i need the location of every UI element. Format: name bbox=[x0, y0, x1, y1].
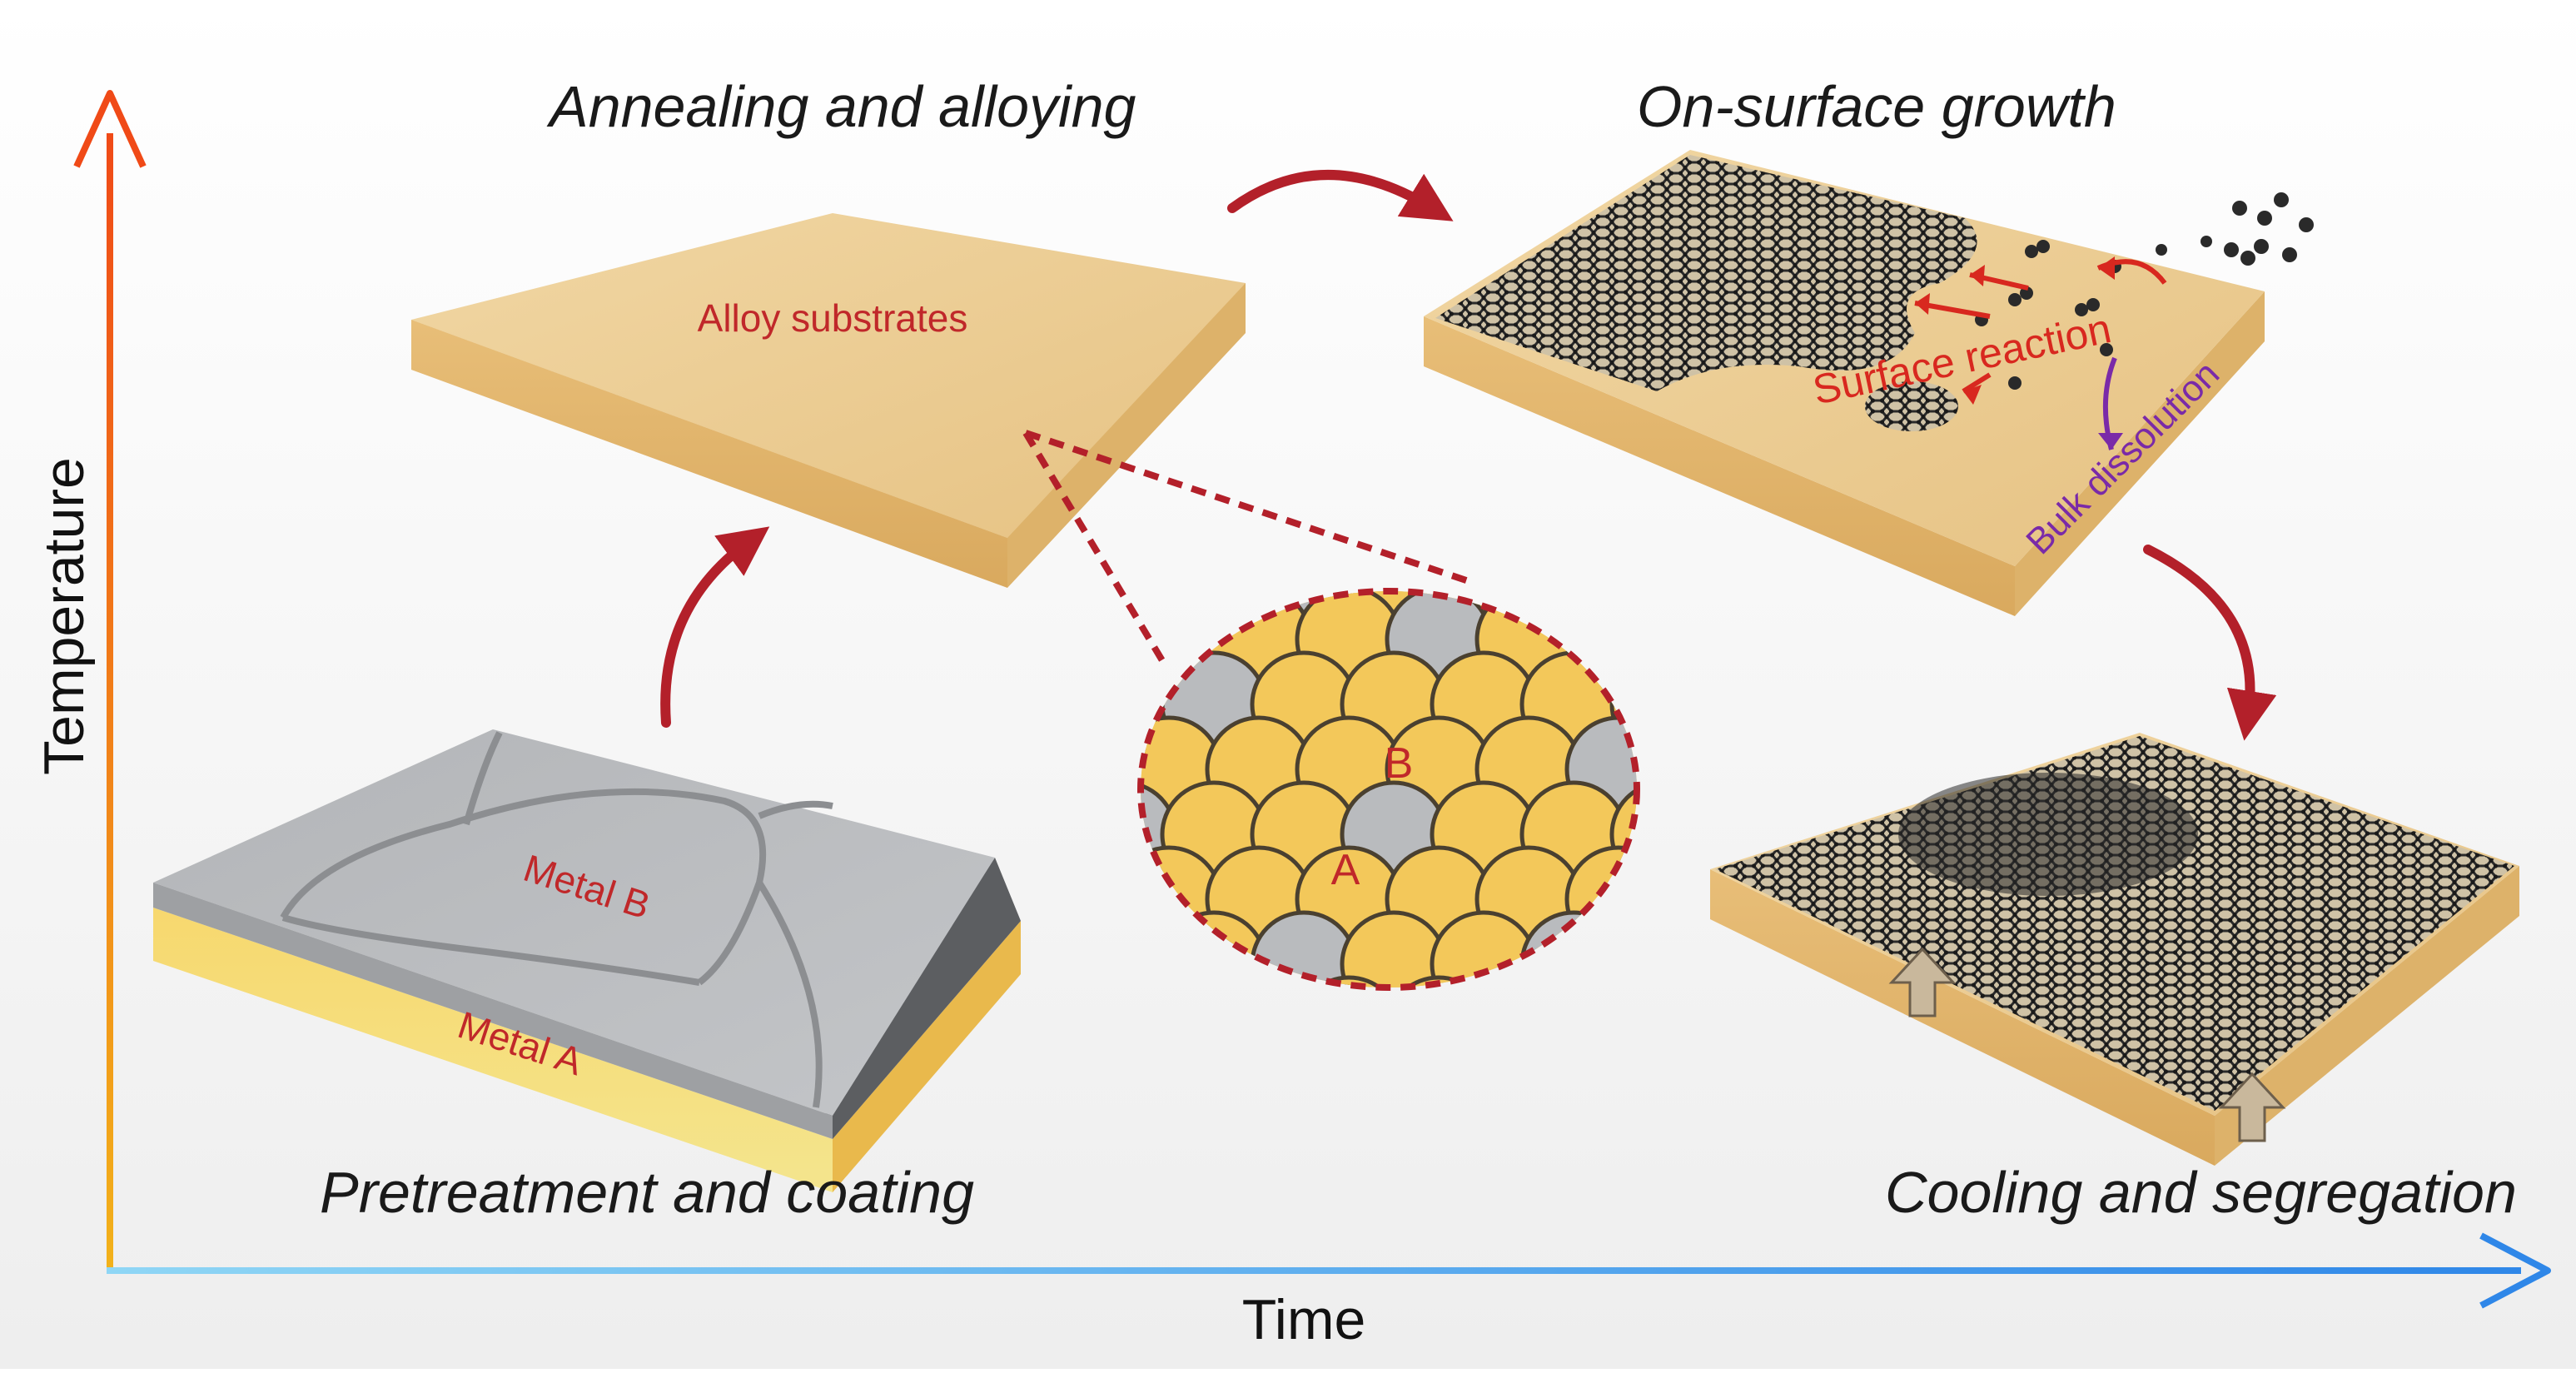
multilayer-region bbox=[1898, 773, 2198, 896]
zoom-outline bbox=[1137, 588, 1640, 991]
time-axis bbox=[107, 1232, 2551, 1309]
metal-coated-substrate: Metal B Metal A bbox=[153, 729, 1021, 1192]
graphene-sheet bbox=[1435, 155, 1977, 391]
metal-a-right-side bbox=[833, 921, 1021, 1192]
x-axis-label: Time bbox=[1242, 1288, 1366, 1351]
temperature-axis bbox=[73, 90, 147, 1274]
reaction-arrowheads bbox=[1915, 256, 2115, 405]
grain-boundary bbox=[280, 788, 767, 986]
atom-a-label: A bbox=[1331, 846, 1360, 894]
zoom-line bbox=[1024, 430, 1475, 586]
atom-a bbox=[1385, 975, 1493, 987]
cooling-substrate-slab bbox=[1710, 733, 2519, 1166]
growth-substrate-slab: Surface reaction Bulk dissolution bbox=[1424, 150, 2314, 616]
atom-a bbox=[1609, 780, 1637, 888]
process-arrow bbox=[1227, 170, 1454, 221]
alloy-substrates-label: Alloy substrates bbox=[698, 296, 968, 340]
cooling-title: Cooling and segregation bbox=[1885, 1160, 2517, 1225]
annealing-title: Annealing and alloying bbox=[546, 74, 1136, 139]
y-axis-arrowhead bbox=[73, 90, 147, 168]
segregation-arrows bbox=[1888, 947, 2286, 1142]
atom-b-label: B bbox=[1385, 739, 1414, 788]
pretreatment-title: Pretreatment and coating bbox=[320, 1160, 974, 1225]
grain-boundary bbox=[756, 880, 823, 1108]
atom-a bbox=[1609, 650, 1637, 759]
process-arrow bbox=[2143, 545, 2277, 741]
graphene-nucleus bbox=[1865, 381, 1958, 431]
metal-b-top bbox=[153, 729, 995, 1116]
growth-title: On-surface growth bbox=[1637, 74, 2116, 139]
x-axis-arrowhead bbox=[2479, 1232, 2551, 1309]
atom-a bbox=[1295, 975, 1403, 987]
process-arrow bbox=[660, 526, 770, 728]
grain-boundary bbox=[463, 731, 503, 826]
metal-a-side bbox=[153, 908, 833, 1192]
grain-boundary bbox=[281, 914, 700, 986]
y-axis-label: Temperature bbox=[32, 457, 96, 775]
slab-front-side bbox=[411, 320, 1007, 588]
zoom-line bbox=[1022, 430, 1169, 669]
carbon-species bbox=[1975, 192, 2314, 390]
grain-boundary bbox=[758, 800, 833, 819]
